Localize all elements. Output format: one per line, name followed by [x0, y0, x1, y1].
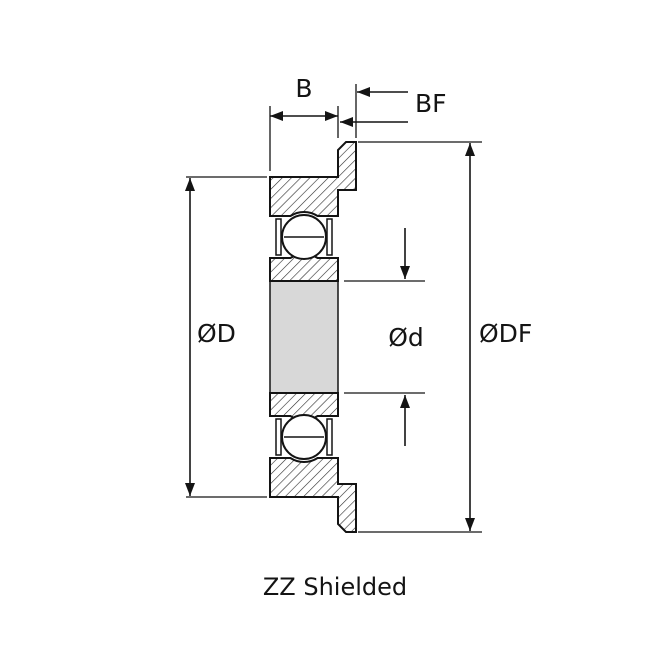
shield-bottom-left [275, 418, 282, 456]
dimension-lines [185, 87, 475, 531]
outer-ring-top-section [269, 141, 357, 217]
shield-top-right [326, 218, 333, 256]
label-bore-diameter-Od: Ød [388, 323, 424, 352]
extension-lines [186, 84, 482, 533]
caption-zz-shielded: ZZ Shielded [263, 573, 407, 601]
shield-bottom-right [326, 418, 333, 456]
label-width-B: B [295, 74, 312, 103]
shield-top-left [275, 218, 282, 256]
label-outer-diameter-OD: ØD [197, 319, 236, 348]
label-flange-diameter-ODF: ØDF [479, 319, 532, 348]
outer-ring-bottom-section [269, 457, 357, 533]
bore-region [269, 280, 339, 394]
label-flange-width-BF: BF [415, 89, 447, 118]
